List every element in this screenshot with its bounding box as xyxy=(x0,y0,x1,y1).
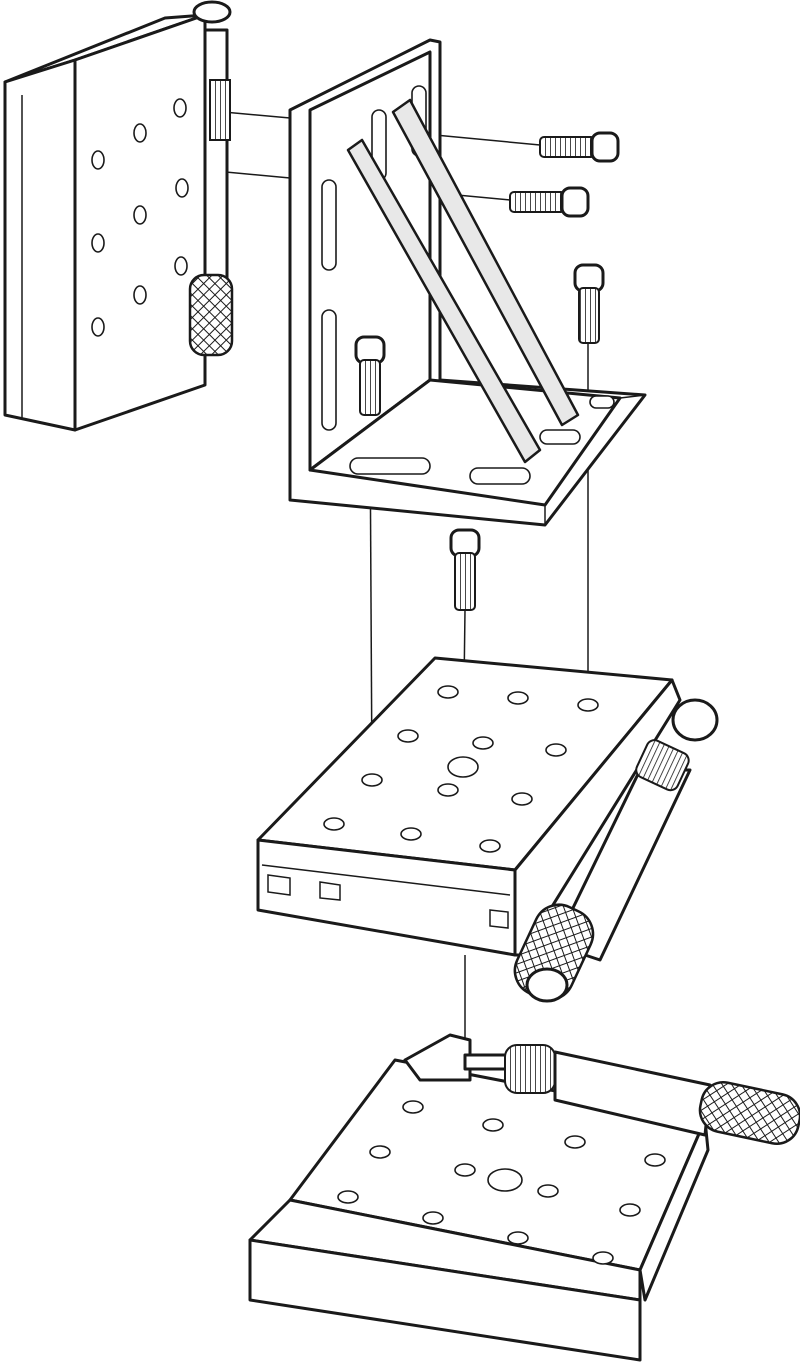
stage-holes xyxy=(91,98,189,337)
screw-1 xyxy=(539,131,620,163)
screw-2 xyxy=(509,186,590,218)
stage-holes xyxy=(323,685,599,853)
middle-stage xyxy=(256,656,719,1003)
stage-holes xyxy=(337,1100,666,1265)
micrometer-vertical xyxy=(188,0,234,357)
gussets xyxy=(346,98,580,464)
bottom-stage xyxy=(248,1033,800,1362)
micrometer-bottom xyxy=(463,1044,800,1146)
micrometer-middle xyxy=(513,698,719,1003)
vertical-stage xyxy=(3,0,234,432)
slots-base xyxy=(349,395,615,485)
screw-4 xyxy=(354,335,386,416)
screws xyxy=(354,131,620,611)
screw-5 xyxy=(449,528,481,611)
screw-3 xyxy=(573,263,605,344)
